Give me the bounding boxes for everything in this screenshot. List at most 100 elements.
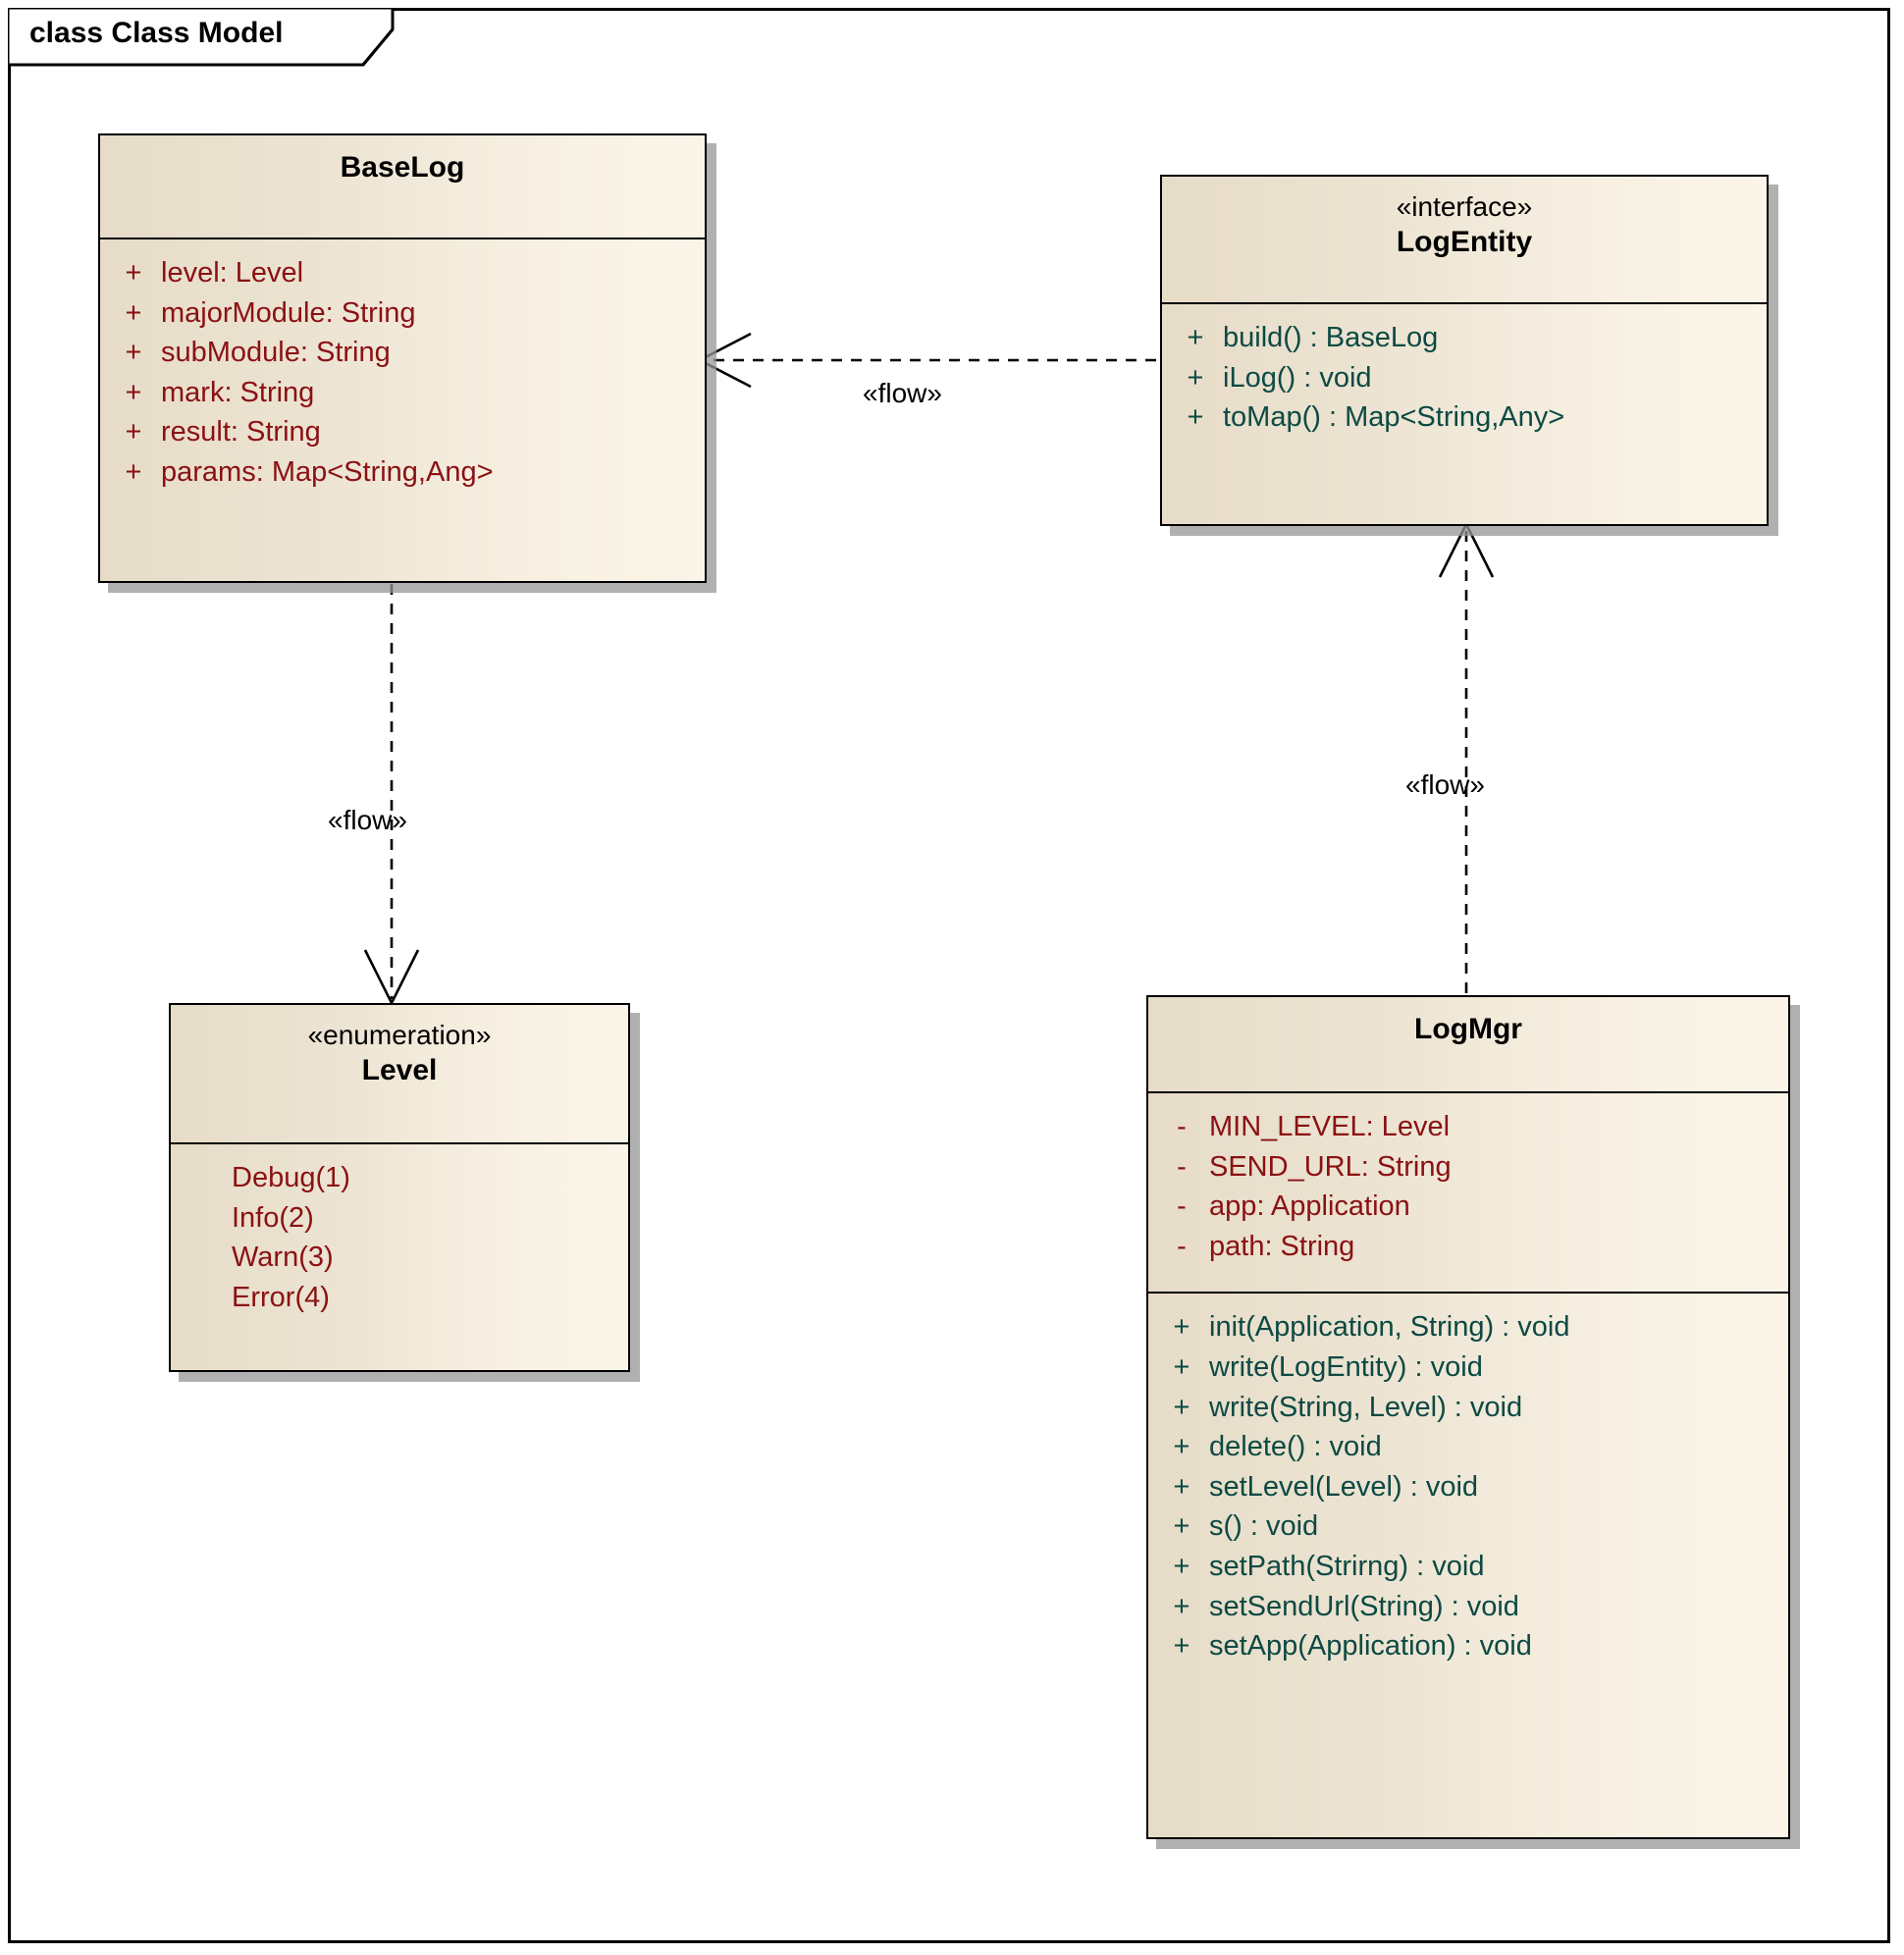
visibility-marker: + (1187, 322, 1204, 353)
visibility-marker: + (125, 257, 142, 289)
attributes-compartment-logmgr: - MIN_LEVEL: Level - SEND_URL: String - … (1148, 1093, 1788, 1292)
class-box-baselog[interactable]: BaseLog + level: Level + majorModule: St… (98, 133, 707, 583)
enum-literal-row: Error(4) (171, 1278, 628, 1318)
compartment-divider (171, 1142, 628, 1144)
attribute-row: + level: Level (100, 253, 705, 293)
class-header-logentity: «interface» LogEntity (1162, 177, 1767, 302)
visibility-marker: + (1173, 1510, 1190, 1543)
operation-row: + init(Application, String) : void (1148, 1307, 1788, 1347)
operation-text: write(LogEntity) : void (1209, 1350, 1483, 1383)
visibility-marker: + (1173, 1550, 1190, 1582)
enum-literal-text: Error(4) (232, 1281, 330, 1313)
operation-row: + setSendUrl(String) : void (1148, 1587, 1788, 1627)
visibility-marker: + (1173, 1590, 1190, 1622)
operation-text: build() : BaseLog (1223, 322, 1439, 353)
visibility-marker: + (1173, 1470, 1190, 1503)
visibility-marker: + (125, 455, 142, 488)
attribute-text: majorModule: String (161, 296, 416, 329)
visibility-marker: + (125, 296, 142, 329)
visibility-marker: + (125, 416, 142, 449)
visibility-marker: - (1177, 1150, 1187, 1183)
attribute-row: + subModule: String (100, 333, 705, 373)
class-box-level[interactable]: «enumeration» Level Debug(1) Info(2) War… (169, 1003, 630, 1372)
operation-row: + setLevel(Level) : void (1148, 1467, 1788, 1507)
operation-text: write(String, Level) : void (1209, 1391, 1523, 1423)
enum-literal-text: Debug(1) (232, 1162, 350, 1193)
visibility-marker: + (1173, 1630, 1190, 1663)
operation-row: + write(LogEntity) : void (1148, 1347, 1788, 1388)
visibility-marker: + (125, 337, 142, 369)
enum-literal-row: Debug(1) (171, 1158, 628, 1198)
compartment-divider (1162, 302, 1767, 304)
compartment-divider (1148, 1091, 1788, 1093)
visibility-marker: + (1173, 1350, 1190, 1383)
attribute-row: + params: Map<String,Ang> (100, 452, 705, 493)
operation-text: s() : void (1209, 1510, 1319, 1543)
visibility-marker: + (1173, 1431, 1190, 1463)
operation-text: iLog() : void (1223, 361, 1372, 394)
visibility-marker: + (1187, 361, 1204, 394)
operation-row: + build() : BaseLog (1162, 318, 1767, 358)
operation-row: + write(String, Level) : void (1148, 1388, 1788, 1428)
class-box-logmgr[interactable]: LogMgr - MIN_LEVEL: Level - SEND_URL: St… (1146, 995, 1790, 1839)
compartment-divider (1148, 1292, 1788, 1295)
operation-text: delete() : void (1209, 1431, 1382, 1463)
attribute-text: result: String (161, 416, 321, 449)
attribute-row: - SEND_URL: String (1148, 1147, 1788, 1188)
operation-row: + s() : void (1148, 1506, 1788, 1547)
enum-literal-row: Info(2) (171, 1198, 628, 1239)
visibility-marker: + (1173, 1391, 1190, 1423)
operation-row: + delete() : void (1148, 1427, 1788, 1467)
attribute-text: MIN_LEVEL: Level (1209, 1111, 1451, 1142)
attribute-text: subModule: String (161, 337, 391, 369)
attribute-row: + mark: String (100, 373, 705, 413)
frame-tab (8, 8, 420, 67)
operation-row: + setApp(Application) : void (1148, 1626, 1788, 1666)
operation-row: + toMap() : Map<String,Any> (1162, 397, 1767, 438)
visibility-marker: + (1187, 401, 1204, 434)
operation-row: + iLog() : void (1162, 358, 1767, 398)
attribute-text: params: Map<String,Ang> (161, 455, 494, 488)
attribute-text: mark: String (161, 376, 315, 408)
class-name-logmgr: LogMgr (1414, 1013, 1522, 1045)
class-name-level: Level (361, 1054, 438, 1087)
visibility-marker: + (1173, 1311, 1190, 1344)
enum-literal-text: Warn(3) (232, 1242, 334, 1274)
attribute-row: - path: String (1148, 1227, 1788, 1267)
attribute-row: + result: String (100, 412, 705, 452)
operations-compartment-logentity: + build() : BaseLog + iLog() : void + to… (1162, 304, 1767, 453)
class-stereotype-logentity: «interface» (1396, 191, 1533, 222)
class-header-baselog: BaseLog (100, 135, 705, 238)
class-name-logentity: LogEntity (1396, 226, 1533, 259)
operation-text: setSendUrl(String) : void (1209, 1590, 1519, 1622)
enum-literal-row: Warn(3) (171, 1238, 628, 1278)
operation-text: setLevel(Level) : void (1209, 1470, 1479, 1503)
class-stereotype-level: «enumeration» (307, 1020, 492, 1050)
attribute-row: - MIN_LEVEL: Level (1148, 1107, 1788, 1147)
class-name-baselog: BaseLog (340, 151, 465, 184)
connector-label-logentity-to-baselog: «flow» (863, 378, 942, 408)
attribute-text: app: Application (1209, 1190, 1410, 1223)
operations-compartment-logmgr: + init(Application, String) : void + wri… (1148, 1294, 1788, 1681)
connector-label-baselog-to-level: «flow» (328, 805, 407, 835)
operation-text: toMap() : Map<String,Any> (1223, 401, 1565, 434)
attributes-compartment-baselog: + level: Level + majorModule: String + s… (100, 239, 705, 508)
class-header-logmgr: LogMgr (1148, 997, 1788, 1091)
operation-text: setPath(Strirng) : void (1209, 1550, 1485, 1582)
class-header-level: «enumeration» Level (171, 1005, 628, 1142)
visibility-marker: - (1177, 1190, 1187, 1223)
visibility-marker: - (1177, 1111, 1187, 1142)
attribute-text: level: Level (161, 257, 304, 289)
operation-text: setApp(Application) : void (1209, 1630, 1532, 1663)
enum-literal-text: Info(2) (232, 1201, 314, 1234)
connector-label-logmgr-to-logentity: «flow» (1405, 769, 1485, 800)
class-box-logentity[interactable]: «interface» LogEntity + build() : BaseLo… (1160, 175, 1769, 526)
visibility-marker: + (125, 376, 142, 408)
operation-row: + setPath(Strirng) : void (1148, 1547, 1788, 1587)
literals-compartment-level: Debug(1) Info(2) Warn(3) Error(4) (171, 1144, 628, 1333)
attribute-text: path: String (1209, 1230, 1355, 1262)
compartment-divider (100, 238, 705, 239)
attribute-row: + majorModule: String (100, 293, 705, 334)
frame-title: class Class Model (29, 17, 284, 49)
